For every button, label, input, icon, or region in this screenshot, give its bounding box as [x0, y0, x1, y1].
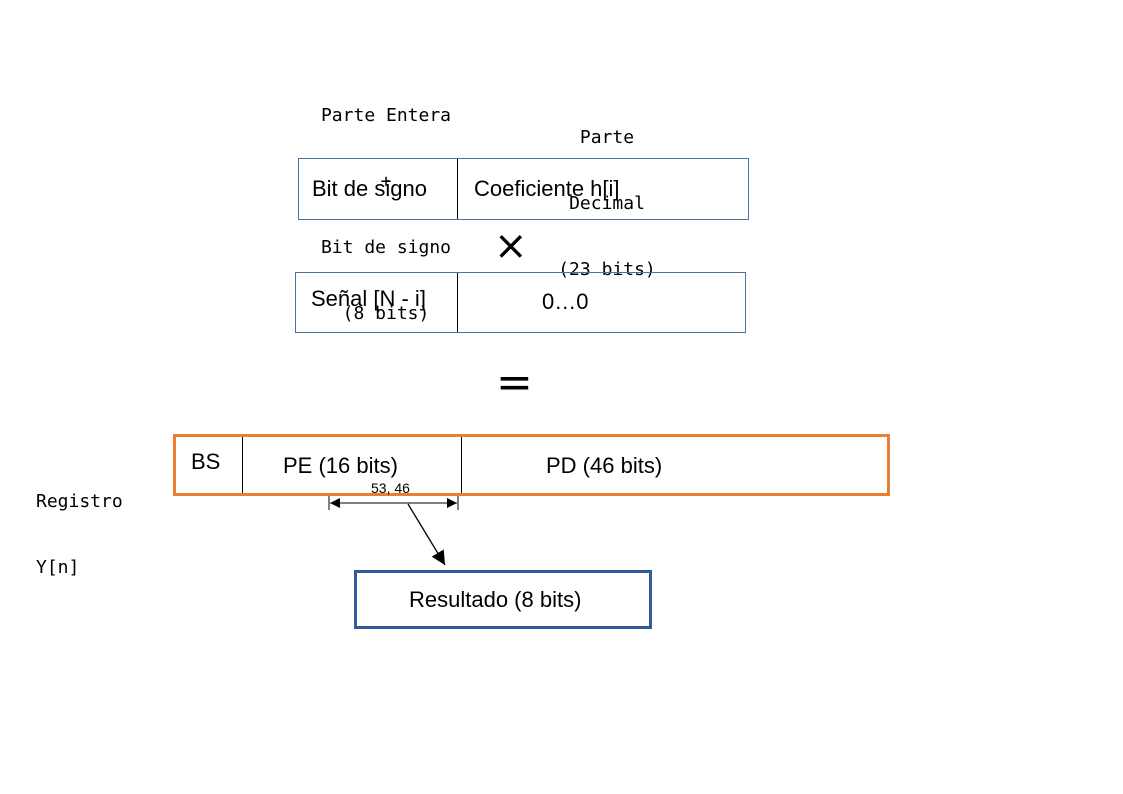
decimal-part-header: Parte Decimal (23 bits) — [537, 83, 677, 303]
zeros-cell: 0…0 — [458, 273, 745, 332]
coefficient-cell: Coeficiente h[i] — [458, 159, 748, 219]
integer-part-line-1: Parte Entera — [320, 105, 452, 126]
zeros-label: 0…0 — [542, 289, 589, 314]
integer-part-header: Parte Entera + Bit de signo (8 bits) — [306, 61, 466, 347]
bs-label: BS — [191, 449, 221, 474]
decimal-part-line-2: Decimal — [569, 193, 645, 214]
decimal-part-line-1: Parte — [579, 127, 635, 148]
sign-bit-label: Bit de signo — [312, 176, 427, 201]
pd-label: PD (46 bits) — [546, 453, 663, 478]
register-name: Registro Y[n] — [36, 447, 123, 601]
result-arrow — [407, 503, 446, 566]
pd-cell: PD (46 bits) — [462, 437, 887, 493]
integer-part-line-3: Bit de signo — [320, 237, 452, 258]
bs-cell: BS — [176, 437, 243, 493]
bit-range-label: 53, 46 — [371, 480, 410, 496]
integer-part-line-4: (8 bits) — [342, 303, 430, 324]
sign-bit-cell: Bit de signo — [299, 159, 458, 219]
pe-cell: PE (16 bits) — [243, 437, 462, 493]
signal-box: Señal [N - i] 0…0 — [295, 272, 746, 333]
coefficient-label: Coeficiente h[i] — [474, 176, 620, 201]
equals-symbol: = — [496, 357, 533, 408]
coefficient-box: Bit de signo Coeficiente h[i] — [298, 158, 749, 220]
integer-part-line-2: + — [380, 171, 392, 192]
result-label: Resultado (8 bits) — [409, 587, 582, 612]
multiply-symbol: × — [494, 223, 528, 269]
signal-label: Señal [N - i] — [311, 286, 426, 311]
decimal-part-line-3: (23 bits) — [558, 259, 656, 280]
register-box: BS PE (16 bits) PD (46 bits) — [173, 434, 890, 496]
result-box: Resultado (8 bits) — [354, 570, 652, 629]
pe-label: PE (16 bits) — [283, 453, 398, 478]
register-name-line-2: Y[n] — [36, 557, 80, 578]
register-name-line-1: Registro — [36, 491, 123, 512]
signal-cell: Señal [N - i] — [296, 273, 458, 332]
